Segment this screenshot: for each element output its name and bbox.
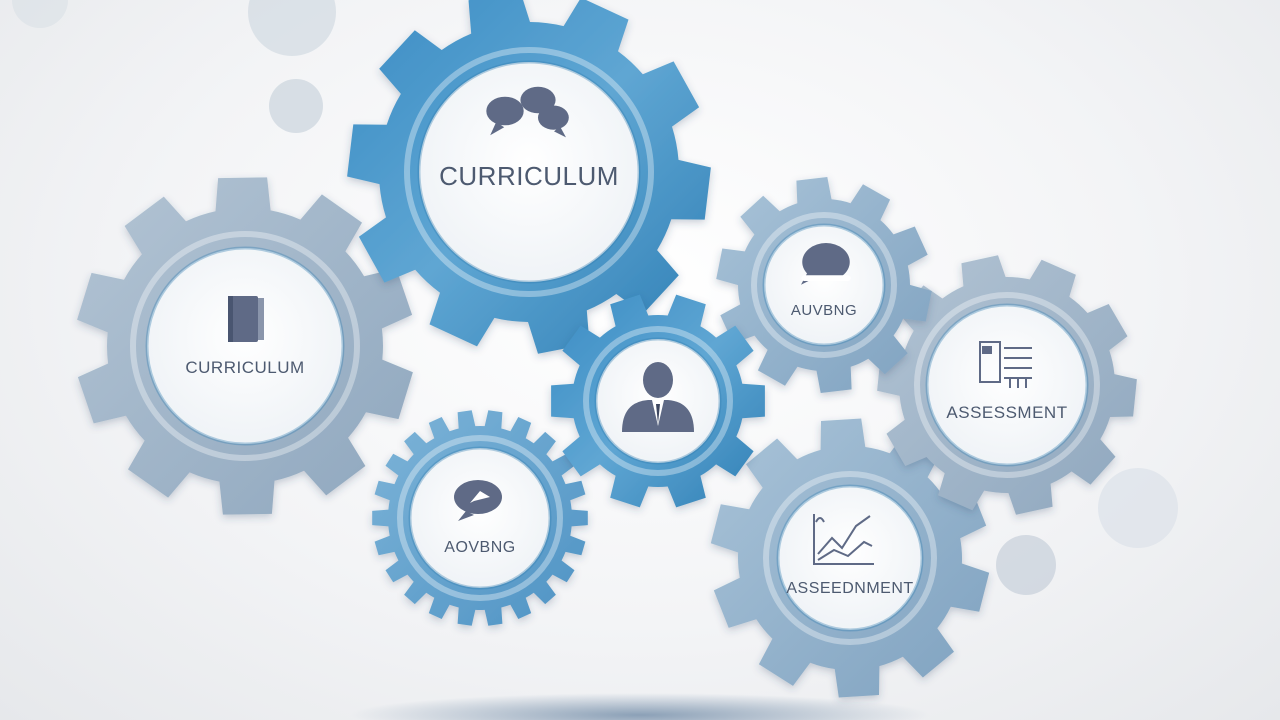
decor-bubble — [1098, 468, 1178, 548]
gear-rim — [397, 435, 563, 601]
decor-bubble — [248, 0, 336, 56]
gear-rim — [404, 47, 654, 297]
gear-disc — [762, 223, 886, 347]
gear-curriculum-top: CURRICULUM — [347, 0, 711, 354]
gear-rim — [130, 231, 360, 461]
gear-curriculum-left: CURRICULUM — [77, 177, 413, 515]
decor-bubble — [269, 79, 323, 133]
gear-label: ASSESSMENT — [946, 403, 1067, 422]
gear-assessment-bottom: ASSEEDNMENT — [710, 418, 990, 698]
gear-rim — [914, 292, 1100, 478]
gear-label: AOVBNG — [444, 539, 515, 556]
decor-bubble — [12, 0, 68, 28]
book-icon — [228, 296, 264, 342]
decor-bubble — [996, 535, 1056, 595]
gear-auvbng-right: AUVBNG — [716, 177, 932, 393]
chat-bubbles-icon — [486, 86, 569, 138]
speech-bubble-icon — [801, 243, 851, 285]
gear-disc — [417, 60, 641, 284]
gear-rim — [583, 326, 733, 476]
line-graph-icon — [813, 514, 874, 565]
gear-disc — [408, 446, 552, 590]
gear-label: AUVBNG — [791, 302, 857, 319]
person-icon — [622, 362, 694, 432]
gear-rim — [763, 471, 937, 645]
gear-disc — [925, 303, 1089, 467]
gear-label: CURRICULUM — [439, 161, 619, 191]
gear-disc — [776, 484, 924, 632]
gear-rim — [751, 212, 897, 358]
gear-label: CURRICULUM — [185, 358, 304, 377]
document-checklist-icon — [979, 341, 1032, 388]
gear-assessment-right: ASSESSMENT — [877, 255, 1137, 515]
chat-bubble-icon — [454, 480, 502, 521]
gear-label: ASSEEDNMENT — [786, 580, 913, 597]
gear-aovbng-bottom: AOVBNG — [372, 410, 588, 626]
gear-teacher-center — [551, 294, 765, 508]
gear-disc — [145, 246, 345, 446]
floor-shadow — [350, 693, 930, 720]
